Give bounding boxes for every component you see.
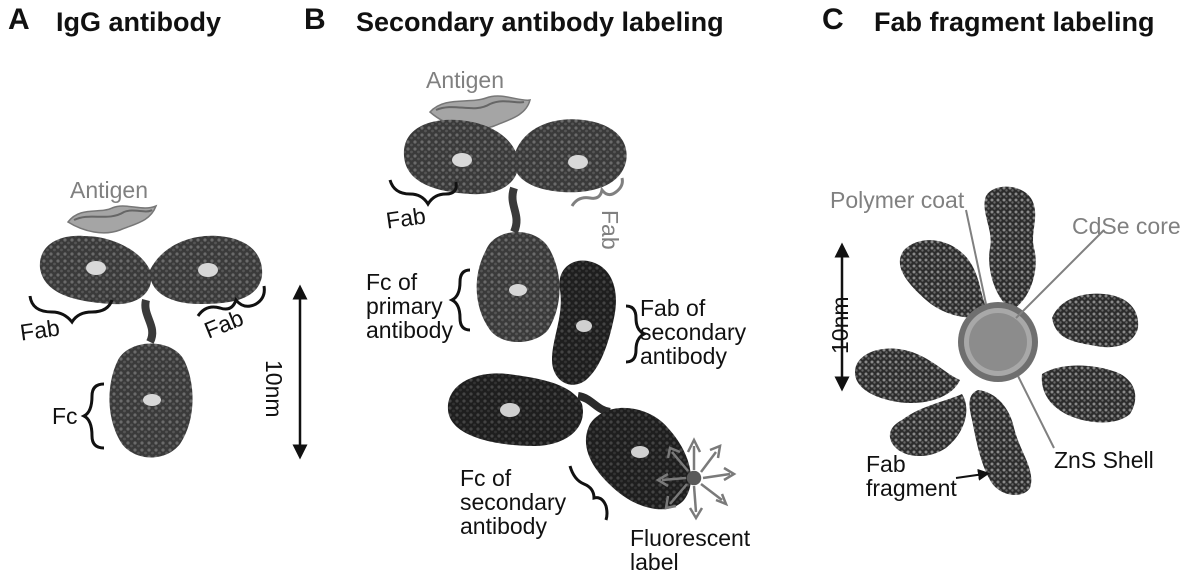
primary-hinge — [508, 186, 521, 234]
fab-fragment-bottom — [969, 390, 1032, 495]
antigen-a — [66, 204, 158, 234]
brace-fab-right-b — [570, 177, 624, 207]
igg-hinge — [141, 299, 157, 344]
fab-fragment-left — [855, 348, 960, 404]
brace-fc-secondary — [568, 465, 609, 521]
secondary-fab-left — [447, 373, 583, 446]
fab-fragment-right — [1041, 365, 1136, 423]
fc-secondary-label: Fc of secondary antibody — [460, 465, 567, 540]
brace-fab-secondary — [625, 304, 648, 364]
fab-left-label-b: Fab — [384, 202, 428, 234]
panel-b-artwork — [388, 95, 737, 521]
fab-secondary-label: Fab of secondary antibody — [640, 295, 747, 370]
fluorescent-label-text: Fluorescent label — [630, 525, 751, 576]
panel-c-title: Fab fragment labeling — [874, 7, 1155, 37]
zns-shell-label: ZnS Shell — [1054, 447, 1154, 473]
fluorescent-label-burst — [655, 437, 737, 521]
igg-fab-arm-right — [149, 235, 263, 304]
secondary-fab-upper — [552, 260, 616, 385]
panel-b-letter: B — [304, 3, 326, 36]
scale-label-a: 10nm — [261, 360, 287, 418]
brace-fc-a — [80, 382, 105, 450]
leader-zns-shell — [1017, 375, 1055, 449]
scale-label-c: 10nm — [827, 296, 853, 354]
leader-cdse-core — [1015, 229, 1105, 319]
secondary-fc-domain — [585, 407, 691, 510]
panel-b-title: Secondary antibody labeling — [356, 7, 724, 37]
panel-a-artwork — [28, 204, 308, 460]
antigen-label-a: Antigen — [70, 177, 149, 203]
igg-fab-arm-left — [39, 235, 152, 305]
leader-polymer-coat — [965, 209, 987, 305]
brace-fc-primary — [448, 268, 471, 332]
primary-fab-left — [403, 119, 519, 195]
fab-fragment-upper-right — [1052, 293, 1139, 348]
polymer-coat-label: Polymer coat — [830, 187, 965, 213]
fab-left-label-a: Fab — [18, 314, 62, 346]
fc-primary-label: Fc of primary antibody — [366, 269, 453, 344]
panel-c-artwork — [834, 186, 1139, 495]
quantum-dot — [958, 302, 1038, 382]
cdse-core-label: CdSe core — [1072, 213, 1181, 239]
fab-fragment-upper-left — [899, 240, 990, 318]
panel-c-letter: C — [822, 3, 844, 36]
fab-fragment-bottom-left — [889, 394, 967, 457]
antigen-label-b: Antigen — [426, 67, 505, 93]
brace-fab-left-b — [388, 179, 458, 207]
fab-fragment-top — [984, 186, 1036, 310]
igg-fc-domain — [109, 343, 193, 458]
brace-fab-left-a — [28, 295, 114, 325]
panel-a-letter: A — [8, 3, 30, 36]
panel-a-title: IgG antibody — [56, 7, 221, 37]
cdse-core-disc — [969, 313, 1027, 371]
brace-fab-right-a — [196, 285, 266, 317]
arrow-fab-fragment — [955, 468, 990, 481]
fab-fragment-label: Fab fragment — [866, 451, 957, 502]
fab-right-label-b: Fab — [597, 210, 623, 250]
fc-label-a: Fc — [52, 403, 78, 429]
primary-fc-domain — [476, 232, 560, 342]
primary-fab-right — [513, 119, 627, 193]
